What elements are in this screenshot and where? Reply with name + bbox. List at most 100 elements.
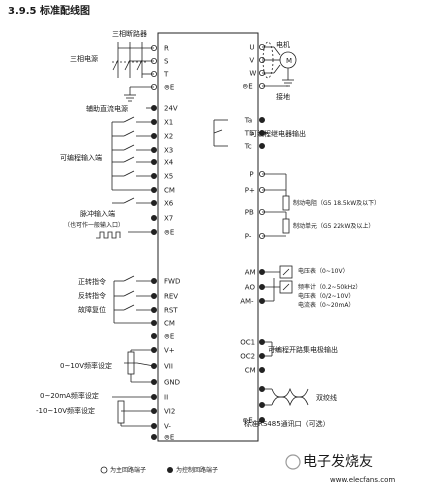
twisted-pair-label: 双绞线 (316, 393, 337, 402)
prog-input-label: 可编程输入端 (60, 153, 102, 162)
rs485-label: 标准RS485通讯口（可选） (244, 419, 330, 428)
voltmeter-label: 电压表（0~10V） (298, 267, 349, 275)
terminal-label: P- (245, 233, 252, 241)
oc-wire-icons (262, 341, 280, 357)
terminal-label: X4 (164, 159, 174, 167)
terminal-label: GND (164, 379, 180, 387)
terminal-label: X2 (164, 133, 173, 141)
watermark-url: www.elecfans.com (330, 476, 395, 484)
terminal-label: V+ (164, 347, 175, 355)
pulse-wave-icon (96, 231, 154, 239)
freq-meter-label: 频率计（0.2~50kHz） (298, 283, 361, 291)
terminal-Ta-icon (258, 117, 265, 124)
pulse-input-label: 脉冲输入端 (80, 209, 115, 218)
terminal-X7-icon (150, 214, 157, 221)
watermark-logo-icon (285, 454, 301, 470)
motor-icon (262, 41, 297, 87)
watermark-text: 电子发烧友 (303, 454, 373, 470)
terminal-label: Tc (244, 143, 252, 151)
relay-output-label: 可编程继电器输出 (250, 129, 306, 138)
terminal-label: X5 (164, 173, 173, 181)
terminal-label: 24V (164, 105, 178, 113)
brake-unit-label: 制动单元（G5 22kW及以上） (293, 222, 374, 230)
terminal-label: P+ (245, 187, 255, 195)
breaker-switch-icon (112, 42, 154, 78)
input-switch-group (111, 116, 154, 204)
legend-main-text: 为主回路端子 (110, 466, 146, 474)
rev-cmd-label: 反转指令 (78, 291, 106, 300)
voltmeter2-label: 电压表（0/2~10V） (298, 292, 354, 300)
terminal-label: AM (245, 269, 256, 277)
terminal-label: OC2 (240, 353, 255, 361)
motor-m-text: M (286, 57, 292, 65)
brake-resistor-icon (262, 173, 290, 237)
three-phase-label: 三相电源 (70, 54, 98, 63)
inverter-body (157, 32, 259, 442)
motor-label: 电机 (276, 40, 290, 49)
terminal-label: RST (164, 307, 178, 315)
freq-0-10v-label: 0~10V频率设定 (60, 361, 112, 370)
terminal-label: ⊜E (164, 229, 174, 237)
terminal-label: ⊜E (242, 83, 252, 91)
meter-icons (262, 265, 293, 302)
terminal-CM3-icon (258, 366, 265, 373)
terminal-E6-icon (258, 416, 265, 423)
terminal-Tc-icon (258, 142, 265, 149)
brake-resistor-label: 制动电阻（G5 18.5kW及以下） (293, 199, 380, 207)
control-terminal-icon (167, 467, 173, 473)
terminal-label: AM- (240, 298, 254, 306)
terminal-label: PB (245, 209, 254, 217)
terminal-label: X3 (164, 147, 173, 155)
terminal-E3-icon (150, 332, 157, 339)
terminal-label: REV (164, 293, 178, 301)
terminal-label: AO (245, 284, 256, 292)
terminal-label: W (249, 70, 256, 78)
pulse-input-note: （也可作一般输入口） (64, 221, 124, 229)
terminal-label: ⊜E (164, 434, 174, 442)
terminal-label: OC1 (240, 339, 255, 347)
terminal-label: V (249, 57, 254, 65)
terminal-label: ⊜E (164, 84, 174, 92)
terminal-label: FWD (164, 278, 180, 286)
legend-ctrl-text: 为控制回路端子 (176, 466, 218, 474)
fwd-cmd-label: 正转指令 (78, 277, 106, 286)
potentiometer-icon (112, 349, 155, 427)
watermark: 电子发烧友 www.elecfans.com (285, 454, 395, 484)
terminal-label: VII (164, 363, 173, 371)
breaker-label: 三相断路器 (112, 29, 147, 38)
ammeter-label: 电流表（0~20mA） (298, 301, 354, 309)
terminal-label: CM (164, 320, 175, 328)
freq-pm10v-label: -10~10V频率设定 (36, 406, 95, 415)
terminal-label: U (249, 44, 254, 52)
twisted-pair-icon (262, 387, 309, 407)
terminal-label: ⊜E (164, 333, 174, 341)
terminal-label: P (249, 171, 253, 179)
terminal-label: X7 (164, 215, 173, 223)
oc-output-label: 可编程开路集电极输出 (268, 345, 338, 354)
terminal-E4-icon (150, 433, 157, 440)
terminal-label: CM (245, 367, 256, 375)
main-terminal-icon (100, 466, 108, 474)
freq-0-20ma-label: 0~20mA频率设定 (40, 391, 99, 400)
command-switch-group (113, 275, 154, 324)
aux-dc-label: 辅助直流电源 (86, 104, 128, 113)
fault-reset-label: 故障复位 (78, 305, 106, 314)
legend: 为主回路端子 为控制回路端子 (100, 466, 218, 474)
page-title: 3.9.5 标准配线图 (8, 4, 90, 17)
terminal-label: S (164, 58, 169, 66)
terminal-label: II (164, 394, 168, 402)
relay-contact-icon (213, 119, 268, 147)
terminal-label: ⊜E (242, 417, 252, 425)
terminal-label: R (164, 45, 169, 53)
terminal-label: T (163, 71, 169, 79)
ground-label: 接地 (276, 92, 290, 101)
terminal-label: X6 (164, 200, 174, 208)
terminal-label: Ta (244, 117, 252, 125)
terminal-label: CM (164, 187, 175, 195)
terminal-label: V- (164, 423, 171, 431)
terminal-label: Tb (244, 130, 254, 138)
terminal-label: VI2 (164, 408, 175, 416)
terminal-label: X1 (164, 119, 173, 127)
